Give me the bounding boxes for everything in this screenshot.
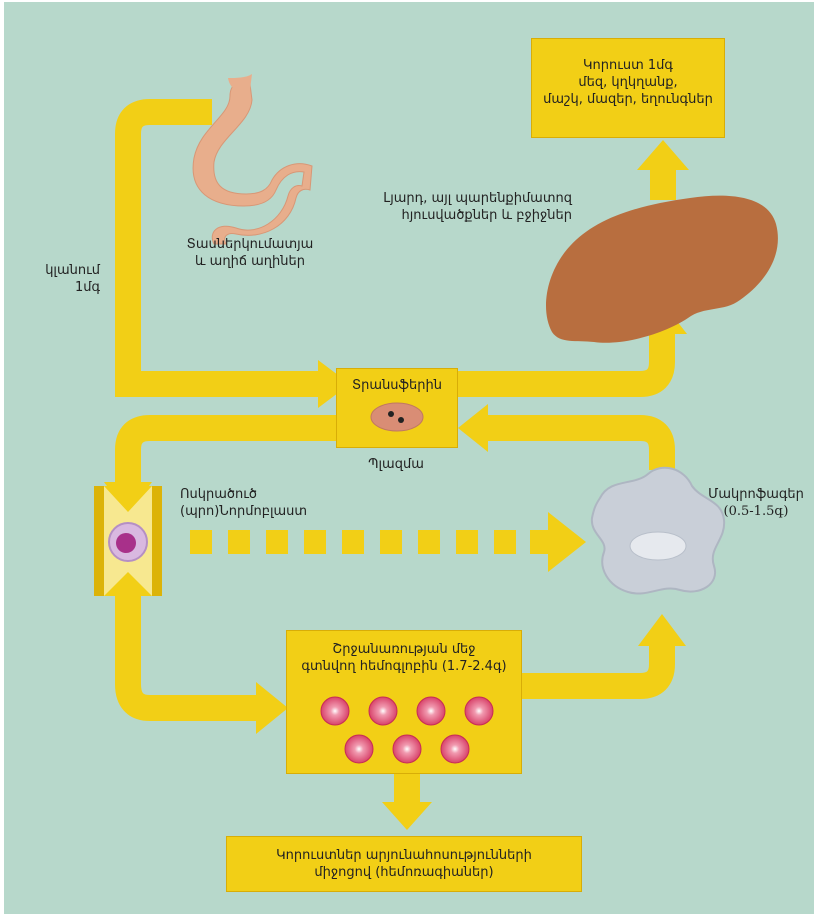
hemoglobin-box: Շրջանառության մեջ գտնվող հեմոգլոբին (1.7… <box>286 630 522 774</box>
liver-label-line1: Լյարդ, այլ պարենքիմատոզ <box>340 190 572 207</box>
macrophage-label-line2: (0.5-1.5գ) <box>706 503 806 520</box>
dashed-marrow-to-macrophage <box>190 512 586 572</box>
transferrin-label: Տրանսֆերին <box>337 377 457 394</box>
gut-label-line1: Տասներկումատյա <box>180 236 320 253</box>
transferrin-molecule-icon <box>367 400 427 434</box>
liver-to-loss-shaft <box>650 168 676 200</box>
hemoglobin-line2: գտնվող հեմոգլոբին (1.7-2.4գ) <box>287 658 521 675</box>
hemoglobin-to-bleeding-shaft <box>394 770 420 804</box>
marrow-label: Ոսկրածուծ (պրո)Նորմոբլաստ <box>180 486 307 520</box>
macrophage-icon <box>592 468 724 594</box>
marrow-to-hemoglobin-arrowhead <box>256 682 288 734</box>
marrow-label-line1: Ոսկրածուծ <box>180 486 307 503</box>
red-blood-cells <box>287 677 523 773</box>
absorption-label-line1: կլանում <box>28 262 100 279</box>
hemoglobin-line1: Շրջանառության մեջ <box>287 641 521 658</box>
hemoglobin-to-macrophage-arrow <box>520 646 662 686</box>
marrow-to-hemoglobin-arrow <box>128 596 258 708</box>
hemoglobin-to-bleeding-arrowhead <box>382 802 432 830</box>
bleeding-line1: Կորուստներ արյունահոսությունների <box>227 847 581 864</box>
marrow-vessel-left-wall <box>94 486 104 596</box>
loss-box: Կորուստ 1մգ մեզ, կղկղանք, մաշկ, մազեր, ե… <box>531 38 725 138</box>
loss-box-line2: մեզ, կղկղանք, <box>532 74 724 91</box>
absorption-label-line2: 1մգ <box>28 279 100 296</box>
marrow-label-line2: (պրո)Նորմոբլաստ <box>180 503 307 520</box>
liver-label: Լյարդ, այլ պարենքիմատոզ հյուսվածքներ և բ… <box>340 190 572 224</box>
transferrin-box: Տրանսֆերին <box>336 368 458 448</box>
bleeding-box: Կորուստներ արյունահոսությունների միջոցով… <box>226 836 582 892</box>
marrow-vessel-right-wall <box>152 486 162 596</box>
liver-label-line2: հյուսվածքներ և բջիջներ <box>340 207 572 224</box>
macrophage-label-line1: Մակրոֆագեր <box>706 486 806 503</box>
macrophage-nucleus <box>630 532 686 560</box>
macrophage-label: Մակրոֆագեր (0.5-1.5գ) <box>706 486 806 520</box>
hemoglobin-to-macrophage-arrowhead <box>638 614 686 646</box>
loss-box-line3: մաշկ, մազեր, եղունգներ <box>532 91 724 108</box>
loss-box-line1: Կորուստ 1մգ <box>532 57 724 74</box>
absorption-label: կլանում 1մգ <box>28 262 100 296</box>
plasma-label: Պլազմա <box>356 456 436 473</box>
macrophage-to-transferrin-arrowhead <box>458 404 488 452</box>
erythroblast-nucleus <box>116 533 136 553</box>
transferrin-to-marrow-arrow <box>128 428 336 486</box>
gut-label: Տասներկումատյա և աղիճ աղիներ <box>180 236 320 270</box>
gut-label-line2: և աղիճ աղիներ <box>180 253 320 270</box>
liver-icon <box>546 196 778 343</box>
liver-to-loss-arrowhead <box>637 140 689 170</box>
bleeding-line2: միջոցով (հեմոռագիաներ) <box>227 864 581 881</box>
rbc-row-1 <box>321 697 493 725</box>
rbc-row-2 <box>345 735 469 763</box>
macrophage-to-transferrin-arrow <box>484 428 662 470</box>
